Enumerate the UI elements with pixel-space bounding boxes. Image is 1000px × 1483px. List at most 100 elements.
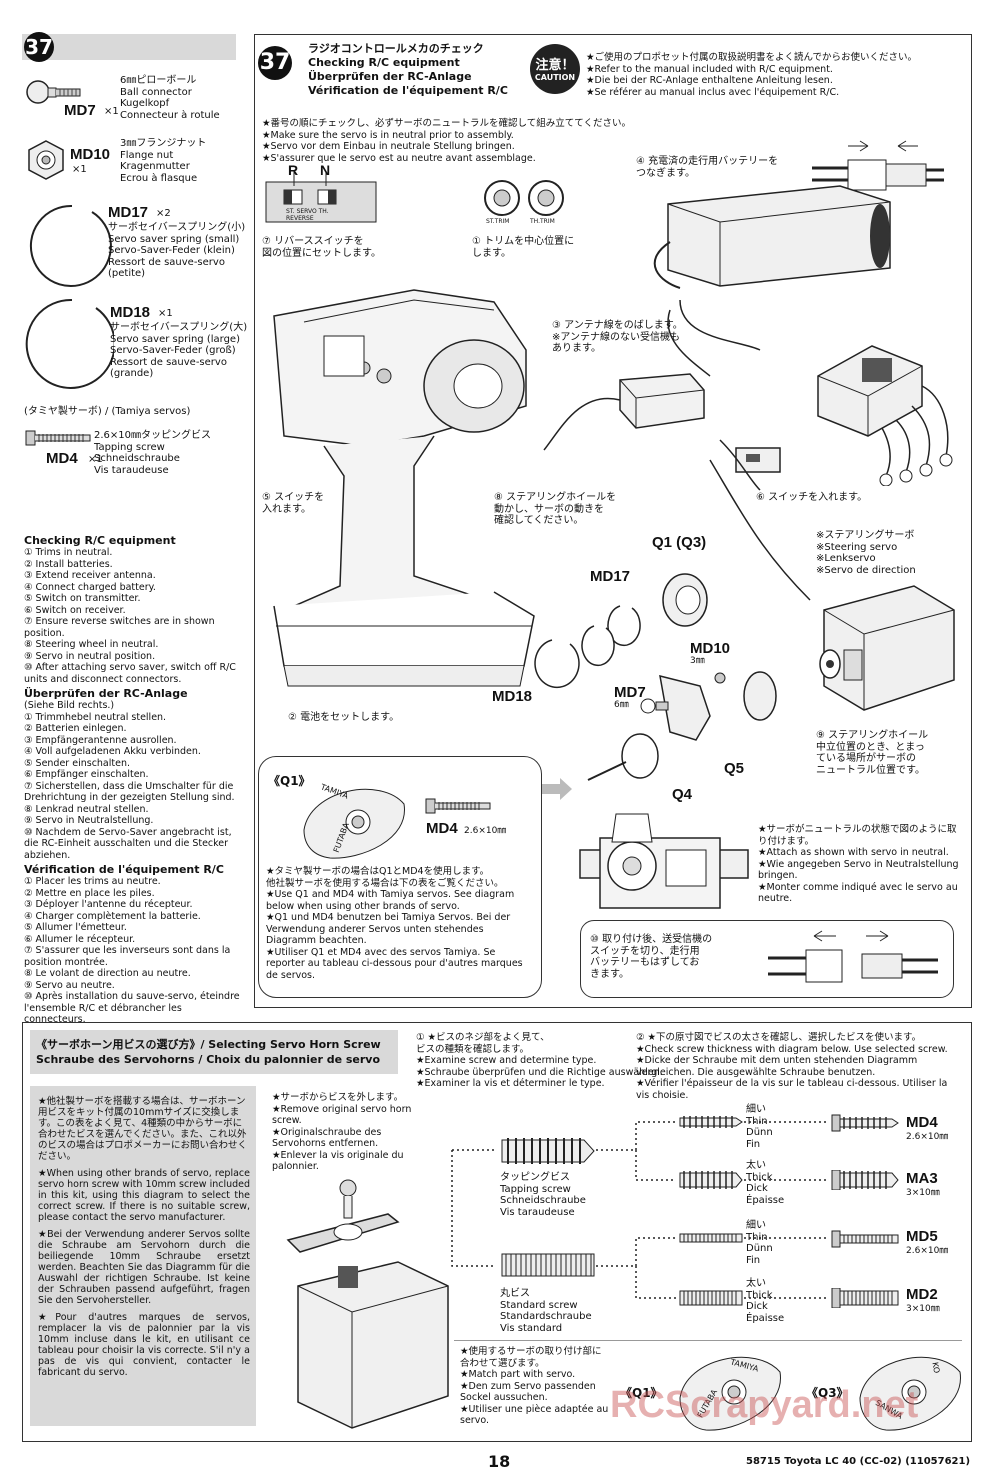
instruction-item: ③ Déployer l'antenne du récepteur. (24, 899, 193, 910)
disconnect-connector-icon (768, 930, 938, 983)
q1-note: ★タミヤ製サーボの場合はQ1とMD4を使用します。 他社製サーボを使用する場合は… (266, 866, 523, 981)
fr-title: Vérification de l'équipement R/C (24, 863, 224, 876)
match-note-box (454, 1340, 962, 1433)
part-md7-desc: 6㎜ピローボール Ball connector Kugelkopf Connec… (120, 75, 220, 121)
instruction-item: ⑨ Servo in neutral position. (24, 650, 156, 662)
step7-text: ⑦ リバーススイッチを 図の位置にセットします。 (262, 236, 381, 259)
tapping-screw-large-icon (501, 1138, 595, 1164)
attach-note: ★サーボがニュートラルの状態で図のように取り付けます。 ★Attach as s… (758, 824, 959, 904)
instruction-item: ⑤ Switch on transmitter. (24, 593, 141, 604)
md4-screw-icon (425, 798, 491, 814)
receiver-icon (543, 373, 705, 451)
step-header-bar (22, 34, 236, 60)
caution-jp: 注意！ (535, 58, 575, 73)
result-md2-size: 3×10㎜ (906, 1304, 940, 1314)
switch-r-label: R (288, 162, 299, 178)
page-number: 18 (488, 1452, 511, 1471)
label-md7: MD7 (614, 684, 646, 701)
thin-tapping-screw-icon (679, 1116, 743, 1128)
md4-box-size: 2.6×10㎜ (464, 826, 507, 836)
other-brands-de: ★Bei der Verwendung anderer Servos sollt… (38, 1229, 250, 1306)
de-title: Überprüfen der RC-Anlage (24, 687, 188, 700)
arrow-right-icon (542, 778, 572, 800)
instruction-item: ⑦ Ensure reverse switches are in shown p… (24, 616, 215, 639)
steering-servo-icon (819, 585, 955, 711)
label-q5: Q5 (724, 760, 745, 777)
step9-text: ⑨ ステアリングホイール 中立位置のとき、とまっ ている場所がサーボの ニュート… (816, 730, 929, 776)
part-md4-qty: ×1 (88, 454, 103, 465)
result-md4-size: 2.6×10㎜ (906, 1132, 949, 1142)
other-brands-text: ★他社製サーボを搭載する場合は、サーボホーン用ビスをキット付属の10mmサイズに… (38, 1096, 250, 1378)
step10-text: ⑩ 取り付け後、送受信機の スイッチを切り、走行用 バッテリーもはずしてお きま… (590, 934, 713, 980)
thick-standard-screw-icon (679, 1290, 743, 1306)
en-title: Checking R/C equipment (24, 534, 176, 547)
part-md10-desc: 3㎜フランジナット Flange nut Kragenmutter Ecrou … (120, 138, 207, 184)
part-md18-desc: サーボセイバースプリング(大) Servo saver spring (larg… (110, 322, 248, 379)
part-md17-code: MD17 (108, 204, 149, 221)
q3-bottom-horn-icon (859, 1356, 961, 1431)
match-note: ★使用するサーボの取り付け部に合わせて選びます。 ★Match part wit… (460, 1346, 609, 1426)
instruction-item: ② Batterien einlegen. (24, 723, 127, 734)
thin-standard-screw-icon (679, 1233, 743, 1243)
flange-nut-icon (28, 140, 64, 180)
standard-screw-label: 丸ビス Standard screw Standardschraube Vis … (500, 1288, 592, 1334)
remove-screw-note: ★サーボからビスを外します。 ★Remove original servo ho… (272, 1092, 412, 1172)
servo-horn-removal-icon (286, 1179, 449, 1429)
other-brands-en: ★When using other brands of servo, repla… (38, 1168, 251, 1223)
servo-top-view-icon (579, 813, 749, 909)
q1-info-box (258, 756, 542, 998)
result-md5-code: MD5 (906, 1228, 938, 1245)
instruction-item: ③ Empfängerantenne ausrollen. (24, 734, 177, 746)
thick-tapping-screw-icon (679, 1171, 743, 1189)
label-q1q3: Q1 (Q3) (652, 534, 707, 551)
part-md7-code: MD7 (64, 102, 96, 119)
instruction-item: ④ Charger complètement la batterie. (24, 910, 201, 922)
instruction-item: ⑥ Empfänger einschalten. (24, 769, 149, 780)
part-md18-qty: ×1 (158, 308, 173, 319)
thin-label-1: 細い Thin Dünn Fin (746, 1104, 773, 1150)
caution-text: ★ご使用のプロポセット付属の取扱説明書をよく読んでからお使いください。 ★Ref… (586, 52, 918, 98)
caution-en: CAUTION (534, 73, 576, 82)
label-q4: Q4 (672, 786, 693, 803)
standard-screw-large-icon (501, 1253, 595, 1277)
instruction-item: ⑤ Sender einschalten. (24, 757, 131, 769)
screw-selection-title2: Schraube des Servohorns / Choix du palon… (36, 1053, 381, 1066)
instruction-item: ⑩ Nachdem de Servo-Saver angebracht ist,… (24, 826, 232, 861)
battery-pack-icon (653, 185, 891, 289)
q1-bottom-label: 《Q1》 (620, 1386, 663, 1400)
tapping-screw-label: タッピングビス Tapping screw Schneidschraube Vi… (500, 1172, 586, 1218)
instruction-item: ⑤ Allumer l'émetteur. (24, 922, 127, 933)
main-step-badge: 37 (258, 46, 292, 80)
connector-plug-icon (812, 140, 944, 191)
neutral-note: ★番号の順にチェックし、必ずサーボのニュートラルを確認して組み立ててください。 … (262, 118, 631, 164)
tamiya-servos-label: (タミヤ製サーボ) / (Tamiya servos) (24, 406, 191, 417)
model-reference: 58715 Toyota LC 40 (CC-02) (11057621) (746, 1456, 971, 1467)
ball-connector-icon (26, 80, 81, 104)
result-ma3-code: MA3 (906, 1170, 938, 1187)
other-brands-jp: ★他社製サーボを搭載する場合は、サーボホーン用ビスをキット付属の10mmサイズに… (38, 1096, 248, 1162)
instruction-item: ⑧ Le volant de direction au neutre. (24, 968, 191, 979)
large-spring-icon (25, 298, 114, 389)
main-step-frame (254, 34, 972, 1008)
switch-n-label: N (320, 162, 331, 178)
instruction-item: ⑦ Sicherstellen, dass die Umschalter für… (24, 780, 235, 804)
instruction-item: ⑥ Allumer le récepteur. (24, 933, 136, 945)
wiring-lines (667, 299, 811, 601)
step4-text: ④ 充電済の走行用バッテリーを つなぎます。 (636, 156, 779, 179)
instruction-item: ③ Extend receiver antenna. (24, 570, 156, 581)
part-md17-desc: サーボセイバースプリング(小) Servo saver spring (smal… (108, 222, 246, 279)
q3-bottom-ko: KO (930, 1361, 942, 1374)
label-md10-size: 3㎜ (690, 656, 705, 666)
step2-text: ② 電池をセットします。 (288, 712, 400, 723)
main-title-en: Checking R/C equipment (308, 56, 460, 69)
md4-box-code: MD4 (426, 820, 458, 837)
result-md4-screw-icon (831, 1114, 899, 1132)
screw-selection-frame (22, 1022, 972, 1442)
en-items: ① Trims in neutral.② Install batteries.③… (24, 547, 242, 685)
step-number-badge: 37 (24, 32, 54, 62)
instruction-item: ④ Voll aufgeladenen Akku verbinden. (24, 746, 201, 757)
screw-step2-text: ② ★下の原寸図でビスの太さを確認し、選択したビスを使います。 ★Check s… (636, 1032, 948, 1101)
watermark: RCScrapyard.net (610, 1384, 919, 1426)
label-md10: MD10 (690, 640, 731, 657)
instruction-item: ⑨ Servo au neutre. (24, 979, 115, 991)
